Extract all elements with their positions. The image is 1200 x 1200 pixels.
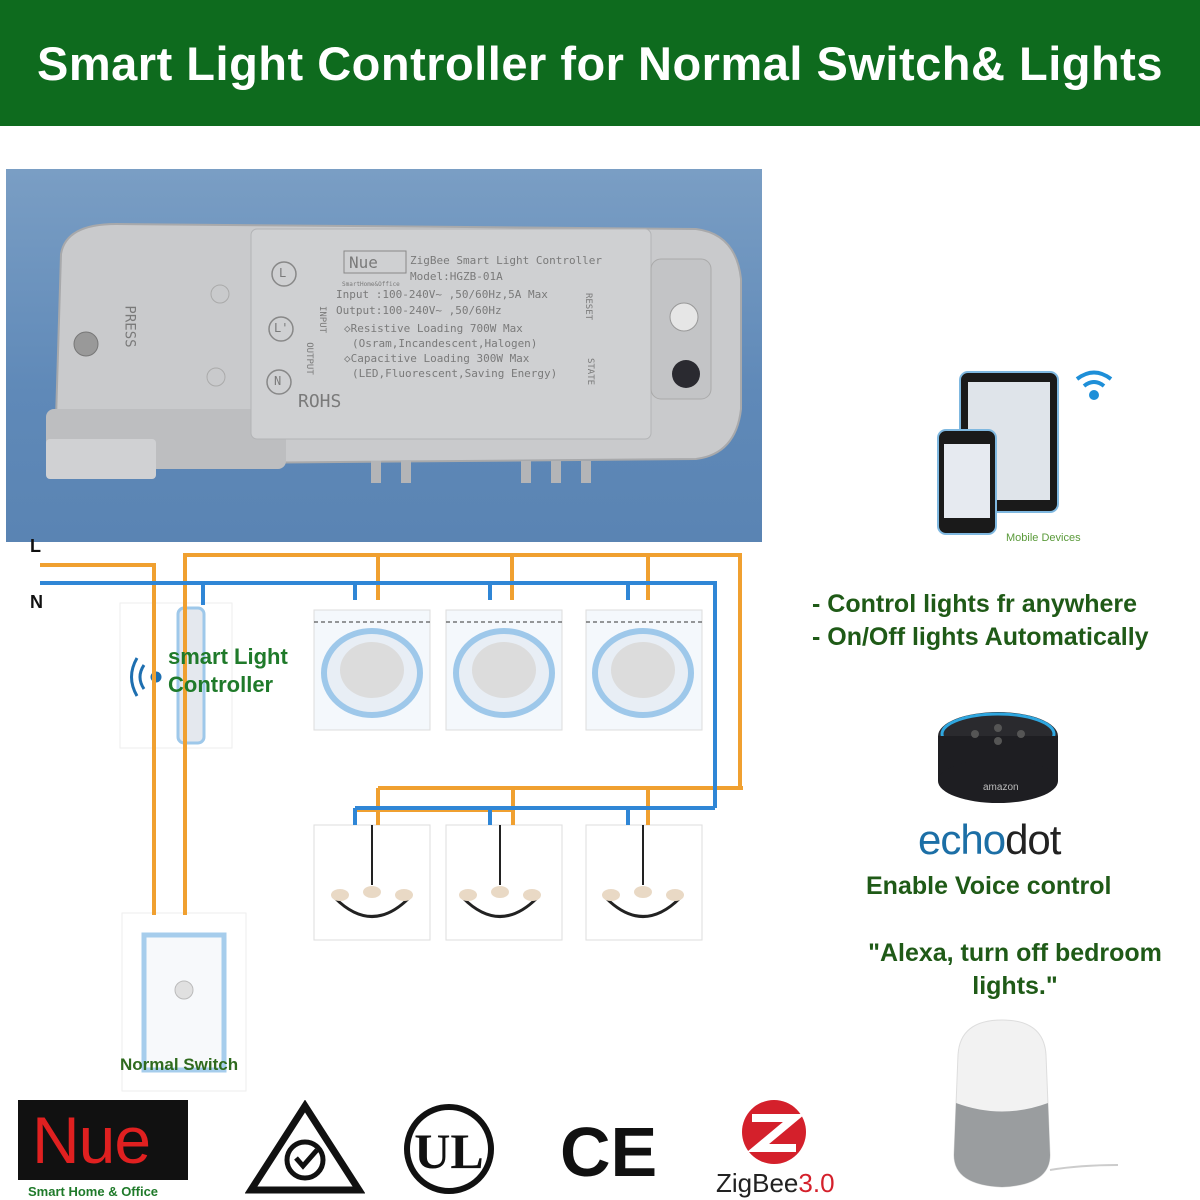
zigbee-version: 3.0: [798, 1168, 835, 1198]
quote-line1: "Alexa, turn off bedroom: [868, 939, 1162, 967]
rohs-mark: ROHS: [298, 391, 342, 412]
echo-dot-icon: [938, 712, 1058, 803]
terminal-l-prime: L': [274, 321, 289, 335]
device-output-spec: Output:100-240V~ ,50/60Hz: [336, 304, 502, 317]
alexa-quote: "Alexa, turn off bedroom lights.": [830, 937, 1200, 1003]
mobile-devices-icon: [937, 370, 1113, 535]
controller-device-illustration: [46, 222, 742, 483]
normal-switch-icon: [121, 912, 247, 1092]
controller-label: smart Light Controller: [168, 643, 288, 699]
line-label: L: [30, 536, 41, 556]
feature-list: - Control lights fr anywhere - On/Off li…: [812, 588, 1149, 654]
terminal-l: L: [279, 266, 287, 280]
ce-mark: CE: [560, 1113, 658, 1191]
device-title: ZigBee Smart Light Controller: [410, 254, 603, 267]
controller-label-line2: Controller: [168, 672, 274, 697]
device-resistive-sub: (Osram,Incandescent,Halogen): [352, 337, 538, 350]
downlight-3: [585, 609, 703, 731]
wiring-diagram: [40, 553, 743, 1092]
terminal-n: N: [274, 374, 282, 388]
device-brand: Nue: [349, 253, 378, 272]
device-resistive-spec: ◇Resistive Loading 700W Max: [344, 322, 523, 335]
ul-mark-text: UL: [414, 1123, 483, 1179]
dot-word: dot: [1005, 816, 1061, 863]
reset-tag: RESET: [583, 292, 594, 321]
downlight-2: [445, 609, 563, 731]
title-banner: Smart Light Controller for Normal Switch…: [0, 0, 1200, 126]
state-tag: STATE: [585, 357, 596, 386]
wifi-icon: [1075, 370, 1113, 400]
google-home-icon: [953, 1019, 1119, 1188]
device-capacitive-sub: (LED,Fluorescent,Saving Energy): [352, 367, 558, 380]
echo-dot-logo: echodot: [918, 816, 1061, 864]
zigbee-word: ZigBee: [716, 1168, 799, 1198]
nue-logo-text: Nue: [32, 1103, 151, 1177]
voice-control-text: Enable Voice control: [866, 872, 1112, 900]
downlight-1: [313, 609, 431, 731]
zigbee-logo-icon: [742, 1100, 806, 1164]
press-tag: PRESS: [121, 305, 138, 348]
feature-item: - Control lights fr anywhere: [812, 590, 1138, 618]
mobile-caption: Mobile Devices: [1006, 532, 1081, 544]
zigbee-logo-text: ZigBee3.0: [716, 1168, 835, 1199]
output-tag: OUTPUT: [303, 342, 314, 375]
chandelier-3: [585, 824, 703, 941]
input-tag: INPUT: [317, 305, 328, 334]
product-photo: Nue SmartHome&Office ZigBee Smart Light …: [6, 169, 762, 542]
feature-item: - On/Off lights Automatically: [812, 623, 1149, 651]
chandelier-1: [313, 824, 431, 941]
page-title: Smart Light Controller for Normal Switch…: [37, 36, 1163, 90]
echo-word: echo: [918, 816, 1006, 863]
device-model: Model:HGZB-01A: [410, 270, 503, 283]
ul-certification-icon: UL: [404, 1104, 494, 1194]
neutral-label: N: [30, 592, 43, 612]
device-capacitive-spec: ◇Capacitive Loading 300W Max: [344, 352, 530, 365]
nue-logo: Nue: [18, 1100, 188, 1180]
amazon-mark: amazon: [983, 782, 1019, 793]
device-input-spec: Input :100-240V~ ,50/60Hz,5A Max: [336, 288, 548, 301]
controller-label-line1: smart Light: [168, 644, 288, 669]
nue-subtitle: Smart Home & Office: [28, 1184, 159, 1199]
switch-label: Normal Switch: [120, 1055, 239, 1074]
chandelier-2: [445, 824, 563, 941]
quote-line2: lights.": [972, 972, 1058, 1000]
device-brand-sub: SmartHome&Office: [342, 281, 400, 288]
rcm-certification-icon: [245, 1100, 365, 1194]
neutral-wires: [40, 581, 717, 825]
